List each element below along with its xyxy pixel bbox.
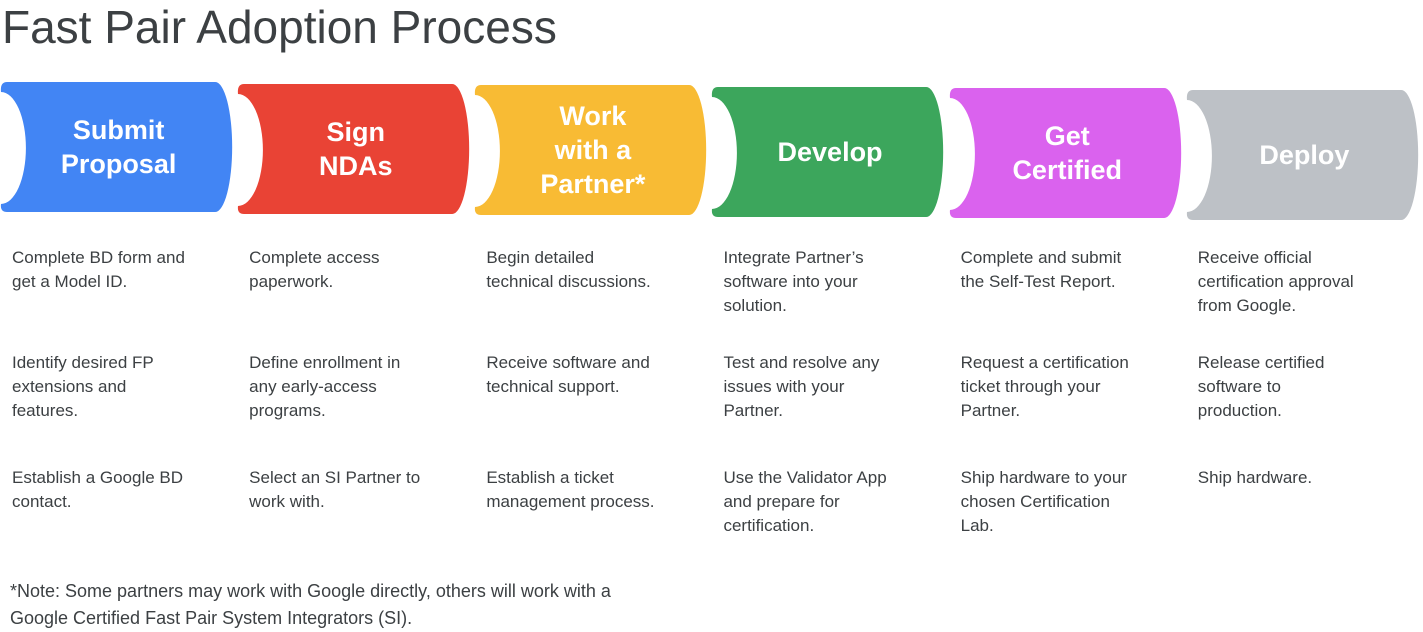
step-text: Establish a Google BD contact.: [12, 468, 184, 511]
step-text: Establish a ticket management process.: [486, 468, 655, 511]
stage-label-get-certified: Get Certified: [1012, 121, 1122, 185]
stage-chevron-shape: [475, 85, 707, 215]
step-cell: Complete BD form and get a Model ID.: [0, 246, 237, 318]
stage-shape-deploy: [1186, 89, 1418, 220]
stage-chevron-shape: [238, 83, 470, 214]
step-text: Define enrollment in any early-access pr…: [249, 353, 401, 420]
stage-work-with-a-partner: Work with a Partner*: [474, 85, 711, 215]
step-cell: Use the Validator App and prepare for ce…: [711, 466, 948, 538]
stage-shape-get-certified: [949, 88, 1181, 218]
step-row-1: Complete BD form and get a Model ID. Com…: [0, 246, 1423, 318]
stage-chevron-shape: [1186, 89, 1418, 220]
stage-label-submit-proposal: Submit Proposal: [60, 115, 177, 179]
step-text: Begin detailed technical discussions.: [486, 248, 651, 291]
step-text: Complete access paperwork.: [249, 248, 380, 291]
step-text: Receive official certification approval …: [1197, 248, 1354, 315]
step-text: Test and resolve any issues with your Pa…: [723, 353, 880, 420]
step-text: Use the Validator App and prepare for ce…: [723, 468, 887, 535]
step-text: Release certified software to production…: [1197, 353, 1325, 420]
stage-submit-proposal: Submit Proposal: [0, 82, 237, 212]
step-text: Integrate Partner’s software into your s…: [723, 248, 864, 315]
step-cell: Select an SI Partner to work with.: [237, 466, 474, 538]
stage-shape-sign-ndas: [238, 83, 470, 214]
step-cell: Establish a ticket management process.: [474, 466, 711, 538]
step-cell: Receive software and technical support.: [474, 351, 711, 423]
stage-label-work-with-a-partner: Work with a Partner*: [540, 101, 646, 199]
step-cell: Begin detailed technical discussions.: [474, 246, 711, 318]
step-text: Complete BD form and get a Model ID.: [12, 248, 185, 291]
step-cell: Complete access paperwork.: [237, 246, 474, 318]
step-cell: Define enrollment in any early-access pr…: [237, 351, 474, 423]
process-stage-row: Submit Proposal Sign NDAs Work with a Pa…: [0, 82, 1423, 227]
step-cell: Request a certification ticket through y…: [949, 351, 1186, 423]
stage-deploy: Deploy: [1186, 89, 1423, 220]
stage-chevron-shape: [949, 88, 1181, 218]
stage-chevron-shape: [712, 86, 944, 217]
page-title: Fast Pair Adoption Process: [2, 1, 557, 53]
stage-sign-ndas: Sign NDAs: [237, 83, 474, 214]
stage-chevron-shape: [0, 82, 233, 212]
step-cell: Integrate Partner’s software into your s…: [711, 246, 948, 318]
step-text: Ship hardware to your chosen Certificati…: [960, 468, 1127, 535]
stage-shape-submit-proposal: [0, 82, 233, 212]
step-cell: Release certified software to production…: [1186, 351, 1423, 423]
step-cell: Identify desired FP extensions and featu…: [0, 351, 237, 423]
step-text: Select an SI Partner to work with.: [249, 468, 421, 511]
footnote: *Note: Some partners may work with Googl…: [10, 581, 611, 628]
step-text: Complete and submit the Self-Test Report…: [960, 248, 1122, 291]
step-cell: Establish a Google BD contact.: [0, 466, 237, 538]
stage-label-sign-ndas: Sign NDAs: [318, 116, 393, 181]
step-cell: Test and resolve any issues with your Pa…: [711, 351, 948, 423]
step-cell: Receive official certification approval …: [1186, 246, 1423, 318]
stage-get-certified: Get Certified: [949, 88, 1186, 218]
step-row-2: Identify desired FP extensions and featu…: [0, 351, 1423, 423]
step-text: Identify desired FP extensions and featu…: [12, 353, 154, 420]
stage-shape-work-with-a-partner: [475, 85, 707, 215]
step-text: Request a certification ticket through y…: [960, 353, 1129, 420]
stage-label-develop: Develop: [777, 136, 883, 167]
step-text: Receive software and technical support.: [486, 353, 650, 396]
step-cell: Ship hardware.: [1186, 466, 1423, 538]
step-cell: Ship hardware to your chosen Certificati…: [949, 466, 1186, 538]
step-row-3: Establish a Google BD contact. Select an…: [0, 466, 1423, 538]
step-text: Ship hardware.: [1197, 468, 1313, 487]
step-cell: Complete and submit the Self-Test Report…: [949, 246, 1186, 318]
stage-develop: Develop: [711, 86, 948, 217]
stage-shape-develop: [712, 86, 944, 217]
stage-label-deploy: Deploy: [1259, 139, 1350, 170]
